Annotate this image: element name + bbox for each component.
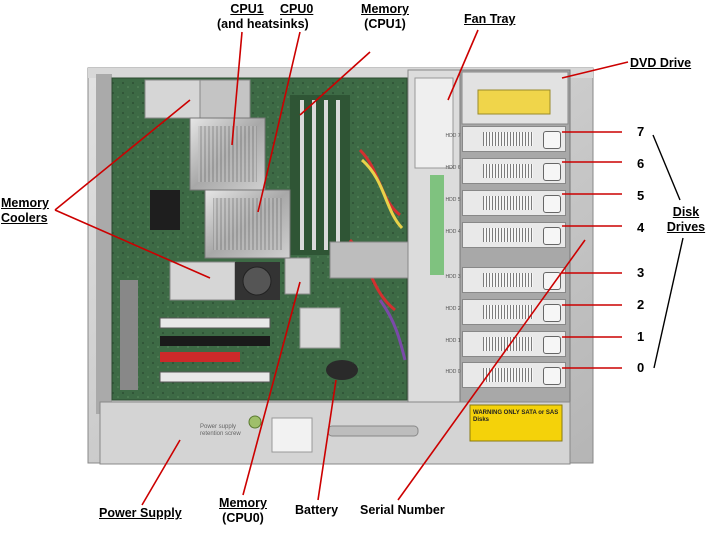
drive-latch[interactable]	[543, 163, 561, 181]
disk-drive-tray[interactable]: HDD 6	[445, 158, 566, 184]
disk-drives-line1: Disk	[672, 205, 700, 219]
disk-drive-tray[interactable]: HDD 7	[445, 126, 566, 152]
drive-latch[interactable]	[543, 367, 561, 385]
disk-drive-tray[interactable]: HDD 2	[445, 299, 566, 325]
drive-number: 1	[637, 329, 645, 344]
memory-coolers	[144, 79, 311, 301]
power-supply-panel	[99, 401, 571, 465]
disk-drive-tray[interactable]: HDD 1	[445, 331, 566, 357]
drive-barcode-sticker	[483, 273, 533, 287]
fan-tray-label: Fan Tray	[464, 12, 516, 26]
drive-barcode-sticker	[483, 337, 533, 351]
drive-latch[interactable]	[543, 272, 561, 290]
drive-barcode-sticker	[483, 305, 533, 319]
fan-tray	[407, 69, 461, 411]
drive-number: 2	[637, 297, 645, 312]
cpu1-label: CPU1	[216, 2, 316, 17]
drive-number: 6	[637, 156, 645, 171]
battery-component	[326, 360, 358, 380]
drive-number: 4	[637, 220, 645, 235]
cpu1-title: CPU1	[230, 2, 264, 16]
drive-number: 7	[637, 124, 645, 139]
bay-label: HDD 0	[445, 369, 461, 375]
memory-cpu1-sub: (CPU1)	[364, 17, 406, 31]
drive-latch[interactable]	[543, 304, 561, 322]
drive-barcode-sticker	[483, 368, 533, 382]
warning-label: WARNING ONLY SATA or SAS Disks	[473, 410, 559, 423]
memory-cpu0-title: Memory	[219, 496, 267, 510]
motherboard	[111, 77, 408, 401]
battery-label: Battery	[295, 503, 339, 517]
disk-drive-tray[interactable]: HDD 3	[445, 267, 566, 293]
power-supply-label: Power Supply	[99, 506, 182, 520]
memory-cpu0-sub: (CPU0)	[222, 511, 264, 525]
drive-latch[interactable]	[543, 195, 561, 213]
drive-barcode-sticker	[483, 164, 533, 178]
disk-drive-tray[interactable]: HDD 5	[445, 190, 566, 216]
drive-latch[interactable]	[543, 131, 561, 149]
drive-latch[interactable]	[543, 336, 561, 354]
serial-number-label: Serial Number	[360, 503, 445, 517]
drive-barcode-sticker	[483, 132, 533, 146]
disk-drive-tray[interactable]: HDD 4	[445, 222, 566, 248]
cpu1-sub-label: (and heatsinks)	[217, 17, 309, 31]
drive-barcode-sticker	[483, 228, 533, 242]
psu-text-line-1: Power supply	[200, 424, 237, 430]
drive-latch[interactable]	[543, 227, 561, 245]
psu-retention-text: Power supply retention screw	[200, 424, 241, 438]
memory-coolers-label: Memory Coolers	[1, 196, 49, 226]
memory-cpu1-title: Memory	[361, 2, 409, 16]
bay-label: HDD 6	[445, 165, 461, 171]
bay-label: HDD 5	[445, 197, 461, 203]
bay-label: HDD 7	[445, 133, 461, 139]
disk-drives-label: Disk Drives	[664, 205, 708, 235]
dvd-drive-label: DVD Drive	[630, 56, 692, 70]
memory-coolers-line2: Coolers	[1, 211, 48, 225]
cpu-heatsinks	[189, 117, 291, 300]
memory-coolers-line1: Memory	[1, 196, 49, 210]
drive-number: 5	[637, 188, 645, 203]
cpu0-label: CPU0	[280, 2, 314, 16]
bay-label: HDD 4	[445, 229, 461, 235]
bay-label: HDD 3	[445, 274, 461, 280]
memory-cpu1-label: Memory (CPU1)	[352, 2, 418, 32]
bay-label: HDD 1	[445, 338, 461, 344]
disk-drive-tray[interactable]: HDD 0	[445, 362, 566, 388]
memory-cpu0-label: Memory (CPU0)	[210, 496, 276, 526]
drive-barcode-sticker	[483, 196, 533, 210]
drive-number: 0	[637, 360, 645, 375]
bay-label: HDD 2	[445, 306, 461, 312]
drive-number: 3	[637, 265, 645, 280]
air-baffle	[329, 241, 409, 279]
disk-drives-line2: Drives	[666, 220, 706, 234]
psu-text-line-2: retention screw	[200, 431, 241, 437]
